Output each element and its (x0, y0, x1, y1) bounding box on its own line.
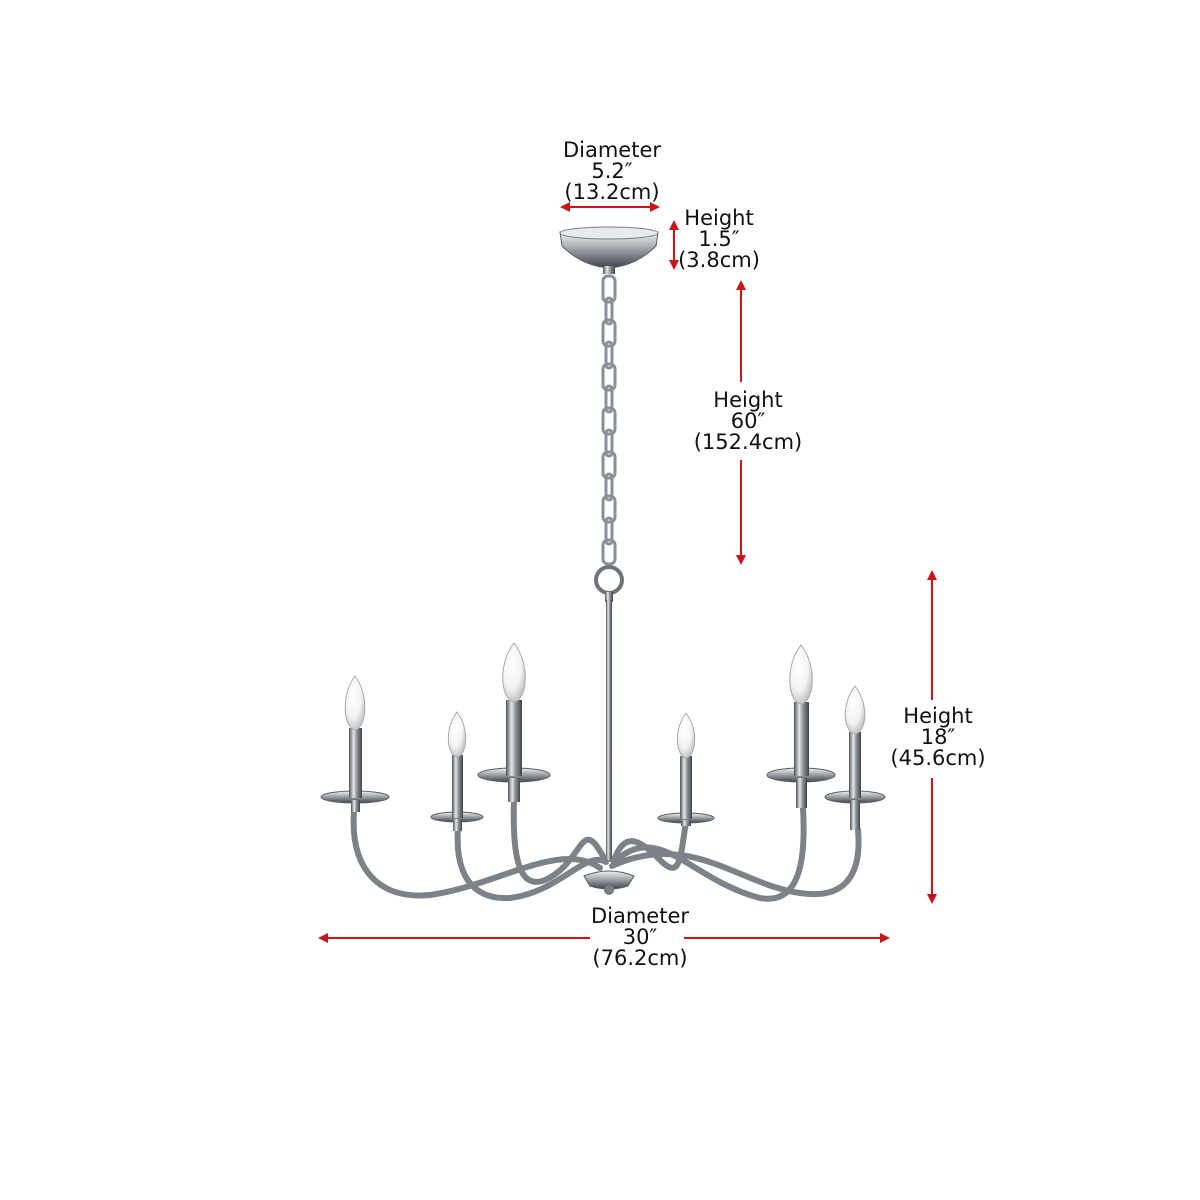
canopy-diameter-label: Diameter 5.2″ (13.2cm) (563, 140, 661, 203)
candle-light-6 (824, 685, 886, 830)
body-diameter-title: Diameter (590, 904, 690, 928)
body-diameter-imperial: 30″ (622, 925, 658, 949)
dimension-arrows (318, 202, 937, 943)
candle-light-3 (477, 642, 551, 802)
ceiling-canopy (559, 226, 659, 274)
body-height-title: Height (903, 704, 973, 728)
center-hub (583, 870, 635, 895)
canopy-diameter-imperial: 5.2″ (591, 159, 633, 183)
canopy-diameter-title: Diameter (562, 138, 662, 162)
hanging-loop (594, 565, 624, 862)
chain-height-label: Height 60″ (152.4cm) (694, 390, 803, 453)
chain-height-imperial: 60″ (730, 409, 766, 433)
body-diameter-label: Diameter 30″ (76.2cm) (591, 906, 689, 969)
body-diameter-metric: (76.2cm) (592, 946, 688, 970)
body-height-metric: (45.6cm) (890, 746, 986, 770)
suspension-chain (601, 274, 617, 566)
canopy-height-title: Height (684, 206, 754, 230)
body-height-label: Height 18″ (45.6cm) (890, 706, 985, 769)
chain-height-metric: (152.4cm) (693, 430, 803, 454)
candle-light-4 (657, 712, 715, 826)
canopy-height-label: Height 1.5″ (3.8cm) (678, 208, 760, 271)
candle-light-2 (430, 711, 484, 831)
body-height-imperial: 18″ (920, 725, 956, 749)
candle-arms (350, 797, 862, 902)
canopy-height-imperial: 1.5″ (698, 227, 740, 251)
chain-height-title: Height (713, 388, 783, 412)
candle-light-5 (766, 644, 836, 808)
candle-light-1 (320, 675, 390, 812)
canopy-height-metric: (3.8cm) (678, 248, 760, 272)
canopy-diameter-metric: (13.2cm) (564, 180, 660, 204)
